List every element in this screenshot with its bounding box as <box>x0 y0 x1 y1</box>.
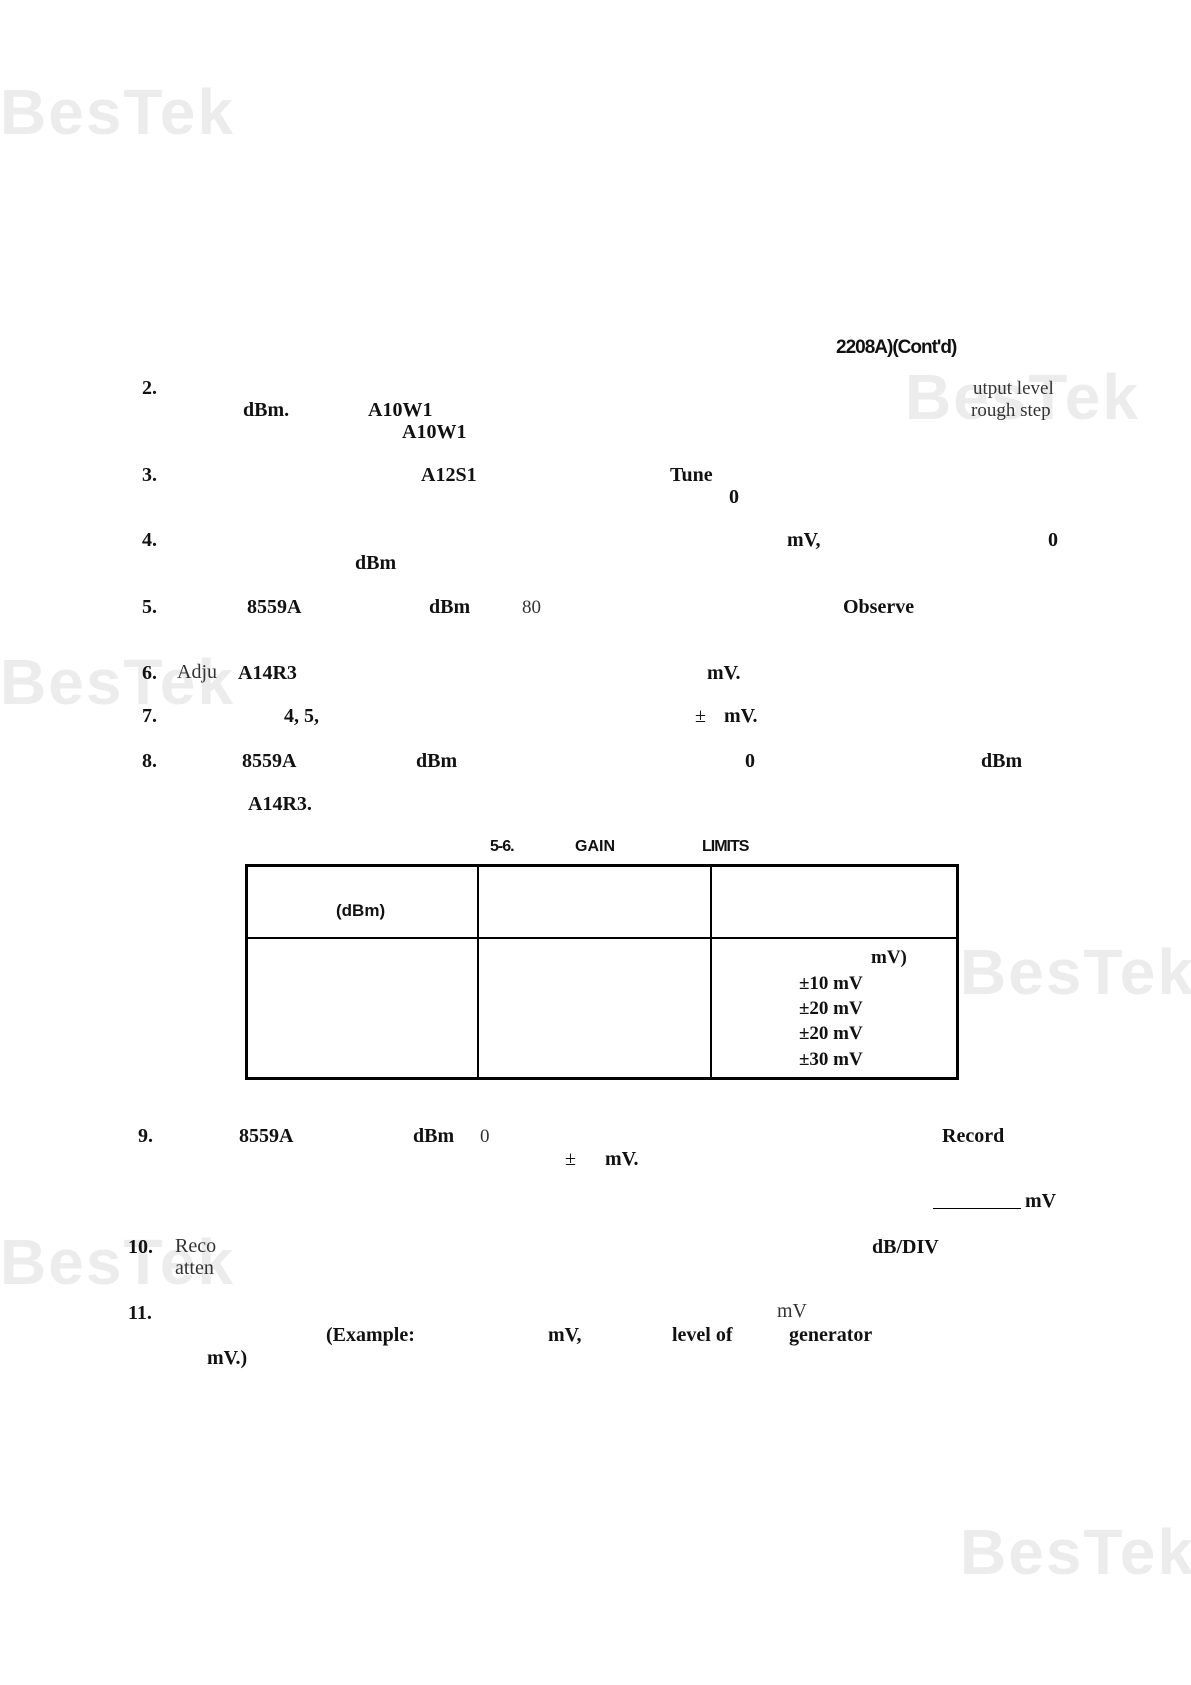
step-number: 5. <box>142 596 157 618</box>
step-text: 0 <box>480 1126 490 1147</box>
step-text: dBm <box>355 552 397 574</box>
step-text: mV <box>1025 1190 1057 1212</box>
step-text: 0 <box>745 750 755 772</box>
watermark: BesTek <box>0 76 235 148</box>
table-caption: 5-6. <box>490 838 515 855</box>
step-text: mV, <box>548 1324 582 1346</box>
step-text: 0 <box>729 486 739 508</box>
step-number: 7. <box>142 705 157 727</box>
watermark: BesTek <box>0 1226 235 1298</box>
step-number: 11. <box>128 1302 152 1324</box>
step-text: generator <box>789 1324 873 1346</box>
table-border <box>956 864 959 1080</box>
step-text: rough step <box>971 400 1051 421</box>
record-blank <box>933 1208 1021 1209</box>
table-caption: GAIN <box>575 838 615 855</box>
table-cell: ±20 mV <box>799 1023 863 1044</box>
step-text: dBm. <box>243 399 290 421</box>
step-text: mV. <box>707 662 741 684</box>
step-number: 2. <box>142 377 157 399</box>
step-text: dB/DIV <box>872 1236 939 1258</box>
table-border <box>245 1077 959 1080</box>
step-text: level of <box>672 1324 733 1346</box>
step-text: 8559A <box>242 750 297 772</box>
watermark: BesTek <box>0 646 235 718</box>
step-number: 4. <box>142 529 157 551</box>
step-text: mV <box>777 1300 807 1322</box>
step-text: mV.) <box>207 1347 248 1369</box>
table-border <box>477 864 479 1080</box>
table-header-cell: (dBm) <box>336 901 386 920</box>
step-text: atten <box>175 1257 214 1279</box>
page-header: 2208A)(Cont'd) <box>836 337 957 358</box>
step-text: Adju <box>177 661 217 683</box>
step-number: 10. <box>128 1236 153 1258</box>
step-number: 9. <box>138 1125 153 1147</box>
step-text: mV. <box>724 705 758 727</box>
step-text: (Example: <box>326 1324 415 1346</box>
watermark: BesTek <box>960 1516 1191 1588</box>
table-border <box>245 864 959 867</box>
step-text: 80 <box>522 597 541 618</box>
step-text: A12S1 <box>421 464 477 486</box>
step-text: ± <box>695 705 706 727</box>
table-border <box>245 864 248 1080</box>
step-text: 8559A <box>247 596 302 618</box>
table-cell: mV) <box>871 947 907 968</box>
table-cell: ±30 mV <box>799 1049 863 1070</box>
step-text: 4, 5, <box>284 705 319 727</box>
watermark: BesTek <box>960 936 1191 1008</box>
step-text: mV, <box>787 529 821 551</box>
step-text: dBm <box>413 1125 455 1147</box>
step-text: Reco <box>175 1235 217 1257</box>
step-number: 3. <box>142 464 157 486</box>
step-text: 8559A <box>239 1125 294 1147</box>
step-text: dBm <box>429 596 471 618</box>
step-number: 8. <box>142 750 157 772</box>
step-text: dBm <box>416 750 458 772</box>
table-caption: LIMITS <box>702 838 749 855</box>
step-text: Record <box>942 1125 1005 1147</box>
watermark: BesTek <box>905 361 1140 433</box>
table-cell: ±20 mV <box>799 998 863 1019</box>
step-text: dBm <box>981 750 1023 772</box>
step-number: 6. <box>142 662 157 684</box>
table-border <box>245 937 959 939</box>
step-text: utput level <box>973 378 1054 399</box>
step-text: ± <box>565 1148 576 1170</box>
table-border <box>710 864 712 1080</box>
step-text: A10W1 <box>402 421 467 443</box>
table-cell: ±10 mV <box>799 973 863 994</box>
step-text: 0 <box>1048 529 1058 551</box>
step-text: A10W1 <box>368 399 433 421</box>
step-text: Observe <box>843 596 915 618</box>
step-text: A14R3. <box>248 793 312 815</box>
step-text: A14R3 <box>238 662 297 684</box>
step-text: mV. <box>605 1148 639 1170</box>
step-text: Tune <box>670 464 713 486</box>
